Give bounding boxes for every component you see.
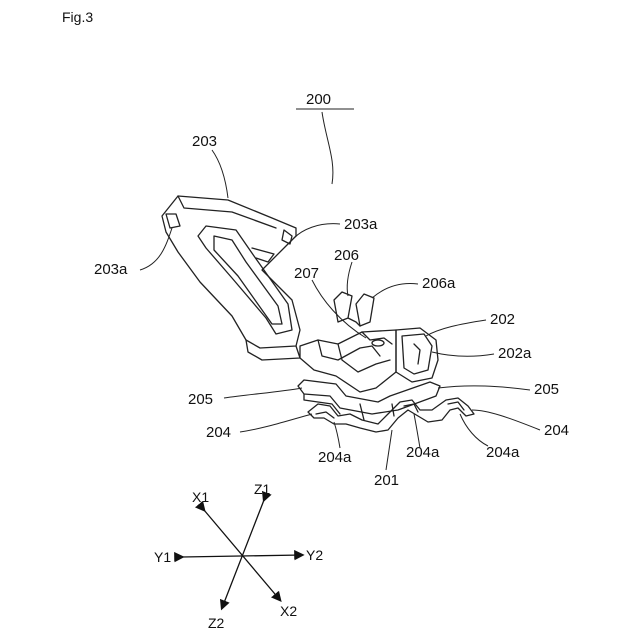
axis-label-y1: Y1 <box>154 549 171 565</box>
axis-label-x1: X1 <box>192 489 209 505</box>
label-204a-3: 204a <box>486 444 520 461</box>
part-203-arm <box>162 196 300 360</box>
label-205-left: 205 <box>188 391 213 408</box>
label-204a-1: 204a <box>318 449 352 466</box>
label-205-right: 205 <box>534 381 559 398</box>
label-203a-left: 203a <box>94 261 128 278</box>
figure-label: Fig.3 <box>62 9 93 25</box>
label-202a: 202a <box>498 345 532 362</box>
label-203a-right: 203a <box>344 216 378 233</box>
label-202: 202 <box>490 311 515 328</box>
axis-label-x2: X2 <box>280 603 297 619</box>
axis-label-y2: Y2 <box>306 547 323 563</box>
label-203: 203 <box>192 133 217 150</box>
label-204a-2: 204a <box>406 444 440 461</box>
part-206-tabs <box>334 292 374 326</box>
label-204-right: 204 <box>544 422 569 439</box>
central-channel <box>300 330 396 392</box>
label-201: 201 <box>374 472 399 489</box>
axis-label-z1: Z1 <box>254 481 271 497</box>
coordinate-axes <box>182 500 302 608</box>
part-204-base <box>308 398 474 432</box>
label-207: 207 <box>294 265 319 282</box>
assembly-label: 200 <box>306 91 331 108</box>
assembly-leader <box>322 112 333 184</box>
z-axis-arrow <box>222 500 264 608</box>
label-206: 206 <box>334 247 359 264</box>
label-204-left: 204 <box>206 424 231 441</box>
part-202-clip <box>396 328 438 382</box>
label-206a: 206a <box>422 275 456 292</box>
axis-label-z2: Z2 <box>208 615 225 631</box>
